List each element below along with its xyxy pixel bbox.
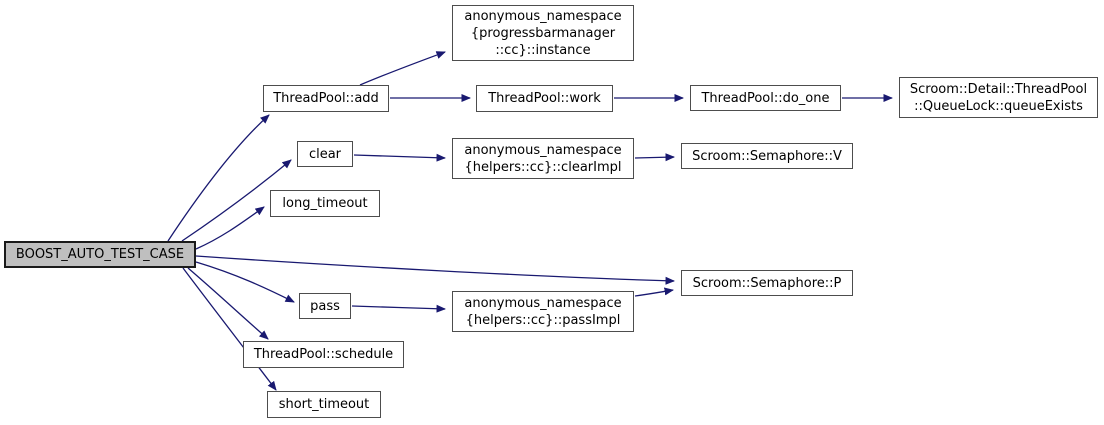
node-queuelock-queue-exists[interactable]: Scroom::Detail::ThreadPool ::QueueLock::… (899, 77, 1098, 118)
edge-boost-to-short-timeout (182, 267, 277, 391)
node-short-timeout[interactable]: short_timeout (267, 391, 381, 418)
node-scroom-semaphore-v[interactable]: Scroom::Semaphore::V (681, 143, 853, 169)
node-clear[interactable]: clear (297, 141, 353, 167)
node-threadpool-schedule[interactable]: ThreadPool::schedule (243, 341, 404, 368)
node-scroom-semaphore-p[interactable]: Scroom::Semaphore::P (681, 270, 853, 296)
node-pass[interactable]: pass (299, 293, 351, 319)
edge-add-to-instance (359, 51, 446, 86)
node-threadpool-add[interactable]: ThreadPool::add (263, 85, 389, 112)
node-progressbarmanager-instance[interactable]: anonymous_namespace {progressbarmanager … (452, 5, 634, 61)
node-threadpool-work[interactable]: ThreadPool::work (476, 85, 613, 112)
edge-clear-to-clear-impl (353, 153, 446, 162)
node-helpers-pass-impl[interactable]: anonymous_namespace {helpers::cc}::passI… (452, 291, 634, 332)
edge-boost-to-add (167, 114, 270, 242)
edge-boost-to-sem-p (195, 255, 675, 285)
node-boost-auto-test-case[interactable]: BOOST_AUTO_TEST_CASE (4, 241, 196, 268)
edge-pass-to-pass-impl (351, 304, 446, 313)
node-threadpool-do-one[interactable]: ThreadPool::do_one (690, 85, 841, 111)
edge-clear-impl-to-sem-v (634, 153, 675, 162)
edge-boost-to-schedule (187, 267, 269, 340)
edge-pass-impl-to-sem-p (634, 287, 674, 297)
node-long-timeout[interactable]: long_timeout (270, 190, 380, 217)
node-helpers-clear-impl[interactable]: anonymous_namespace {helpers::cc}::clear… (452, 138, 634, 179)
edge-boost-to-long-timeout (195, 206, 265, 250)
edge-boost-to-pass (195, 261, 295, 303)
